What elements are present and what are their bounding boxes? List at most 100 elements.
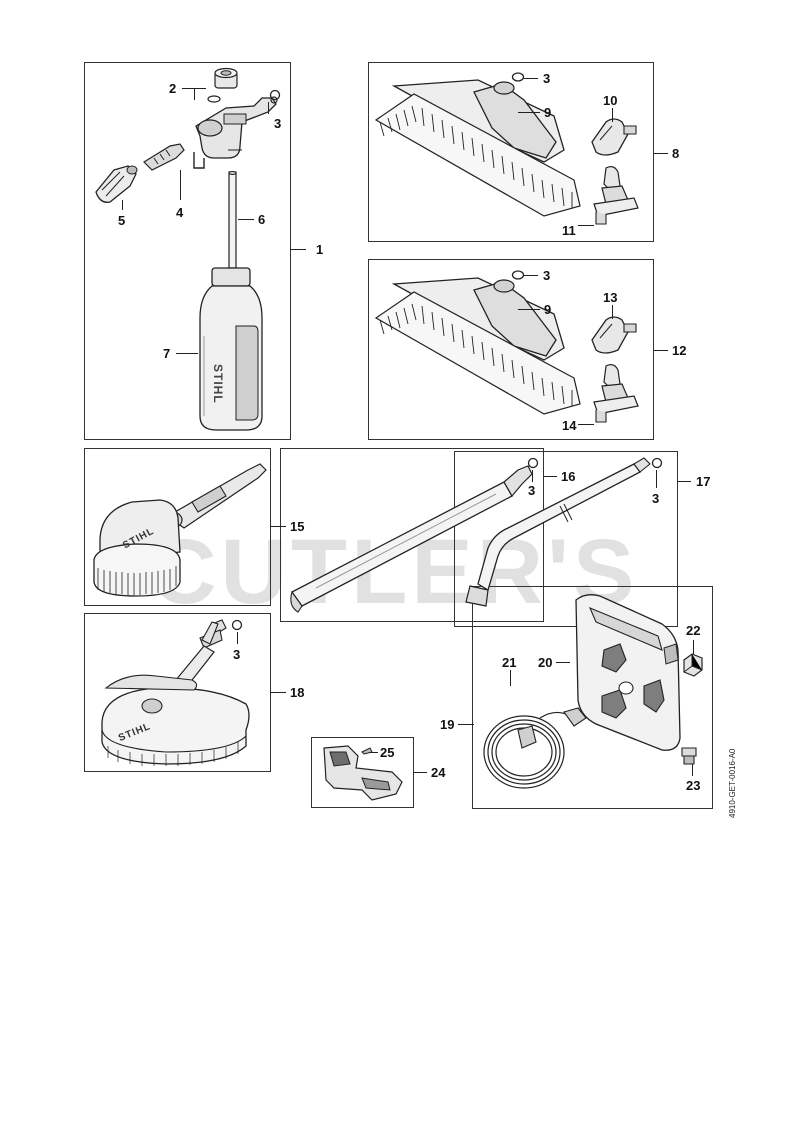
part-number-label: 23 — [686, 778, 701, 793]
nozzle-insert-part — [198, 618, 222, 646]
part-number-label: 3 — [543, 268, 551, 283]
o-ring-part — [526, 456, 540, 470]
surface-cleaner-part — [96, 618, 256, 766]
angled-nozzle-part — [588, 164, 644, 232]
o-ring-part — [230, 618, 244, 632]
brand-mark: STIHL — [211, 364, 225, 404]
part-number-label: 3 — [543, 71, 551, 86]
suction-tube-part — [226, 170, 240, 270]
leader-line — [194, 88, 195, 100]
part-number-label: 14 — [562, 418, 577, 433]
leader-line — [578, 225, 594, 226]
part-number-label: 21 — [502, 655, 517, 670]
part-number-label: 3 — [652, 491, 660, 506]
part-number-label: 6 — [258, 212, 266, 227]
hose-reel-part — [566, 590, 690, 756]
part-number-label: 11 — [562, 223, 576, 238]
foam-nozzle-body — [184, 88, 284, 168]
part-number-label: 25 — [380, 745, 395, 760]
watermark: CUTLER'S — [150, 521, 639, 623]
leader-line — [654, 153, 668, 154]
part-number-label: 8 — [672, 146, 680, 161]
leader-line — [290, 249, 306, 250]
part-number-label: 20 — [538, 655, 553, 670]
nut-part — [212, 66, 242, 92]
leader-line — [413, 772, 427, 773]
panel-foam-nozzle — [84, 62, 291, 440]
nozzle-tip-part — [92, 160, 140, 206]
leader-line — [510, 670, 511, 686]
o-ring-part — [206, 94, 222, 104]
part-number-label: 2 — [169, 81, 177, 96]
panel-spray-lance-angled — [454, 451, 678, 627]
panel-rotary-brush — [84, 448, 271, 606]
spray-lance-angled-part — [460, 456, 660, 620]
leader-line — [458, 724, 474, 725]
leader-line — [524, 78, 538, 79]
holder-part — [316, 742, 410, 804]
part-number-label: 13 — [603, 290, 618, 305]
part-number-label: 7 — [163, 346, 171, 361]
leader-line — [176, 353, 198, 354]
part-number-label: 3 — [233, 647, 241, 662]
leader-line — [556, 662, 570, 663]
leader-line — [656, 470, 657, 488]
o-ring-part — [650, 456, 664, 470]
leader-line — [654, 350, 668, 351]
leader-line — [578, 424, 594, 425]
part-number-label: 17 — [696, 474, 711, 489]
leader-line — [518, 112, 540, 113]
connector-part — [678, 744, 702, 768]
part-number-label: 12 — [672, 343, 687, 358]
part-number-label: 9 — [544, 302, 552, 317]
leader-line — [270, 692, 286, 693]
part-number-label: 10 — [603, 93, 618, 108]
adapter-part — [680, 652, 706, 680]
o-ring-part — [510, 268, 526, 282]
part-number-label: 9 — [544, 105, 552, 120]
part-number-label: 1 — [316, 242, 324, 257]
nozzle-part — [588, 310, 642, 358]
panel-wash-brush-top — [368, 62, 654, 242]
part-number-label: 3 — [528, 483, 536, 498]
leader-line — [518, 309, 540, 310]
part-number-label: 19 — [440, 717, 455, 732]
leader-line — [692, 764, 693, 776]
hose-part — [478, 678, 604, 804]
part-number-label: 5 — [118, 213, 126, 228]
nozzle-insert-part — [140, 138, 190, 174]
part-number-label: 15 — [290, 519, 305, 534]
leader-line — [268, 102, 269, 114]
wash-brush-part — [374, 70, 588, 218]
o-ring-part — [268, 88, 282, 102]
rotary-brush-part — [88, 456, 270, 600]
leader-line — [270, 526, 286, 527]
leader-line — [612, 305, 613, 319]
panel-hose-reel — [472, 586, 713, 809]
panel-spray-lance-straight — [280, 448, 544, 622]
part-number-label: 22 — [686, 623, 701, 638]
nozzle-part — [588, 112, 642, 160]
part-number-label: 3 — [274, 116, 282, 131]
leader-line — [237, 632, 238, 644]
screw-part — [360, 746, 374, 756]
part-number-label: 16 — [561, 469, 576, 484]
part-number-label: 18 — [290, 685, 305, 700]
part-number-label: 24 — [431, 765, 446, 780]
leader-line — [524, 275, 538, 276]
leader-line — [238, 219, 254, 220]
leader-line — [543, 476, 557, 477]
part-number-label: 4 — [176, 205, 184, 220]
o-ring-part — [510, 70, 526, 84]
wash-brush-part — [374, 268, 588, 416]
foam-bottle-part — [196, 266, 266, 434]
leader-line — [532, 470, 533, 482]
leader-line — [180, 170, 181, 200]
leader-line — [612, 108, 613, 122]
leader-line — [370, 752, 378, 753]
drawing-code: 4910-GET-0016-A0 — [728, 748, 737, 818]
leader-line — [677, 481, 691, 482]
clip-part — [190, 150, 208, 172]
panel-wash-brush-bottom — [368, 259, 654, 440]
leader-line — [122, 200, 123, 210]
